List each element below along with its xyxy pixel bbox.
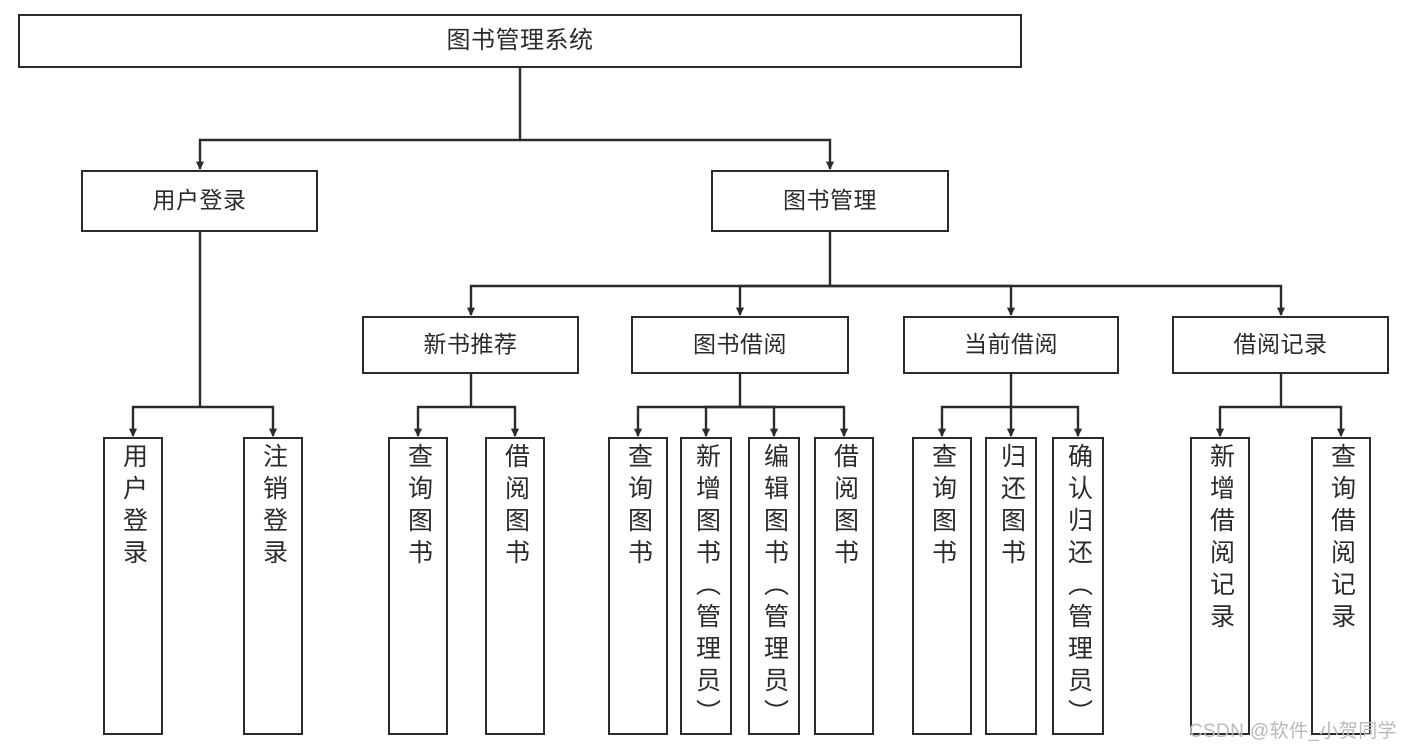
connector-branch — [200, 405, 278, 437]
node-label: 归还图书 — [997, 443, 1026, 571]
node-label: 编辑图书（管理员） — [760, 443, 789, 731]
connector-branch — [937, 405, 1011, 437]
connector-branch — [413, 405, 471, 437]
node-leaf-logout[interactable]: 注销登录 — [243, 437, 303, 735]
connector-branch — [1011, 405, 1083, 437]
node-label: 查询图书 — [928, 443, 957, 571]
node-label: 查询图书 — [624, 443, 653, 571]
node-label: 图书借阅 — [693, 331, 787, 358]
connector-branch — [633, 405, 740, 437]
connector-branch — [1281, 405, 1346, 437]
node-root[interactable]: 图书管理系统 — [18, 14, 1022, 68]
node-leaf-bo-lend[interactable]: 借阅图书 — [814, 437, 874, 735]
node-label: 图书管理系统 — [446, 26, 594, 54]
node-login[interactable]: 用户登录 — [81, 170, 318, 232]
node-leaf-cu-ret[interactable]: 归还图书 — [985, 437, 1037, 735]
node-leaf-bo-q[interactable]: 查询图书 — [608, 437, 668, 735]
connector-branch — [735, 284, 830, 316]
node-label: 新书推荐 — [423, 331, 518, 358]
watermark-text: CSDN @软件_小贺同学 — [1188, 721, 1397, 742]
node-leaf-re-add[interactable]: 新增借阅记录 — [1190, 437, 1250, 735]
connector-branch — [128, 405, 200, 437]
node-bookmgmt[interactable]: 图书管理 — [711, 170, 949, 232]
connector-branch — [1215, 405, 1281, 437]
connector-branch — [740, 405, 779, 437]
node-leaf-login[interactable]: 用户登录 — [103, 437, 163, 735]
node-label: 查询借阅记录 — [1327, 443, 1356, 635]
node-label: 新增借阅记录 — [1206, 443, 1235, 635]
node-label: 当前借阅 — [964, 331, 1058, 358]
node-leaf-cu-q[interactable]: 查询图书 — [912, 437, 972, 735]
node-label: 确认归还（管理员） — [1064, 443, 1093, 731]
connector-branch — [466, 284, 830, 316]
connector-branch — [471, 405, 520, 437]
node-leaf-bo-edit[interactable]: 编辑图书（管理员） — [748, 437, 800, 735]
node-records[interactable]: 借阅记录 — [1172, 316, 1389, 374]
node-label: 借阅记录 — [1233, 331, 1328, 358]
node-newbook[interactable]: 新书推荐 — [362, 316, 579, 374]
node-label: 借阅图书 — [830, 443, 859, 571]
node-current[interactable]: 当前借阅 — [903, 316, 1119, 374]
node-leaf-bo-add[interactable]: 新增图书（管理员） — [680, 437, 732, 735]
connector-branch — [520, 138, 835, 170]
node-label: 用户登录 — [152, 187, 247, 214]
node-leaf-nb-b[interactable]: 借阅图书 — [485, 437, 545, 735]
node-borrow[interactable]: 图书借阅 — [631, 316, 849, 374]
node-label: 新增图书（管理员） — [692, 443, 721, 731]
connector-branch — [830, 284, 1016, 316]
node-leaf-cu-conf[interactable]: 确认归还（管理员） — [1052, 437, 1104, 735]
node-leaf-re-q[interactable]: 查询借阅记录 — [1311, 437, 1371, 735]
node-label: 图书管理 — [783, 187, 877, 214]
node-label: 查询图书 — [404, 443, 433, 571]
node-label: 借阅图书 — [501, 443, 530, 571]
node-label: 注销登录 — [259, 443, 288, 571]
connector-branch — [830, 284, 1286, 316]
connector-branch — [701, 405, 740, 437]
node-leaf-nb-q[interactable]: 查询图书 — [388, 437, 448, 735]
connector-branch — [740, 405, 849, 437]
node-label: 用户登录 — [119, 443, 148, 571]
connector-branch — [195, 138, 520, 170]
